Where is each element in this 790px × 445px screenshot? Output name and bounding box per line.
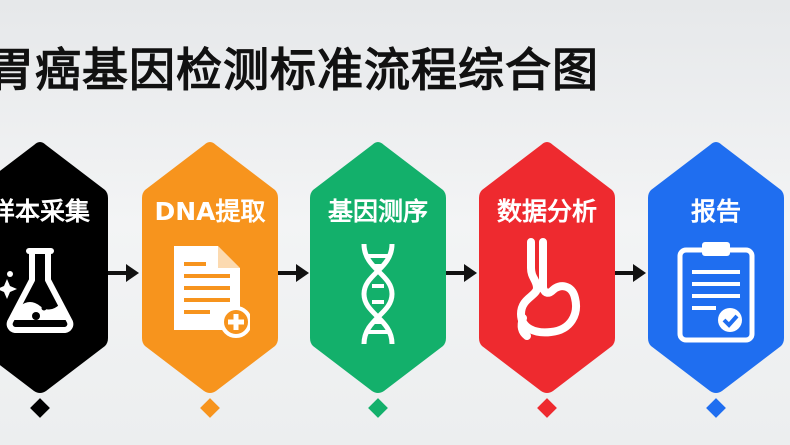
diamond-marker xyxy=(30,398,50,418)
dna-icon xyxy=(361,243,395,345)
flask-icon xyxy=(0,248,74,333)
step-label: DNA提取 xyxy=(154,197,266,226)
step-2: DNA提取 xyxy=(141,140,279,396)
diamond-marker xyxy=(368,398,388,418)
step-label: 报告 xyxy=(690,197,741,226)
diamond-marker xyxy=(200,398,220,418)
diamond-marker xyxy=(537,398,557,418)
step-1: 样本采集 xyxy=(0,140,109,396)
arrow-right-icon xyxy=(615,264,646,282)
document-plus-icon xyxy=(174,246,250,338)
stomach-icon xyxy=(517,238,580,340)
arrow-right-icon xyxy=(278,264,309,282)
arrow-right-icon xyxy=(446,264,477,282)
page-title: 胃癌基因检测标准流程综合图 xyxy=(0,43,599,97)
step-label: 数据分析 xyxy=(496,197,597,226)
clipboard-check-icon xyxy=(677,242,755,343)
step-label: 基因测序 xyxy=(327,197,428,226)
step-5: 报告 xyxy=(647,140,785,396)
step-4: 数据分析 xyxy=(478,140,616,396)
step-3: 基因测序 xyxy=(309,140,447,396)
arrow-right-icon xyxy=(108,264,139,282)
step-label: 样本采集 xyxy=(0,197,90,226)
diamond-marker xyxy=(706,398,726,418)
